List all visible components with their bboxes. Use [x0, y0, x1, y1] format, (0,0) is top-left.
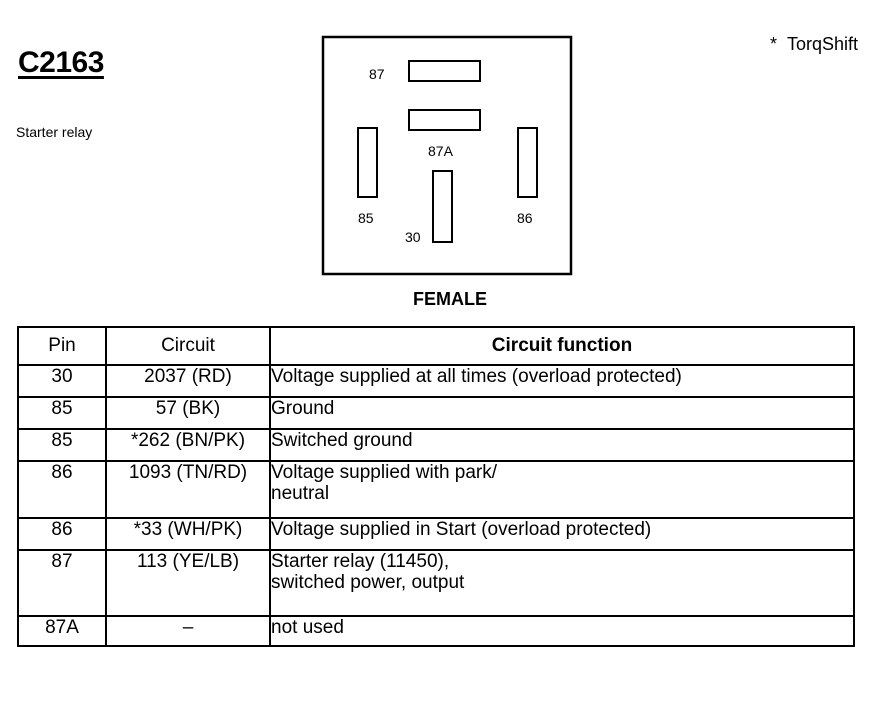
function-line: Voltage supplied at all times (overload … [271, 366, 682, 387]
cell-circuit: 113 (YE/LB) [105, 549, 271, 617]
cell-circuit: 2037 (RD) [105, 364, 271, 398]
pin-86-terminal [517, 127, 538, 198]
footnote-text: TorqShift [787, 34, 859, 54]
cell-circuit: *33 (WH/PK) [105, 517, 271, 551]
footnote: * TorqShift [770, 34, 858, 55]
function-line: Switched ground [271, 430, 413, 451]
pin-label-85: 85 [358, 210, 374, 226]
cell-pin: 85 [17, 428, 107, 462]
cell-circuit: *262 (BN/PK) [105, 428, 271, 462]
pin-label-30: 30 [405, 229, 421, 245]
connector-description: Starter relay [16, 124, 93, 140]
cell-pin: 87A [17, 615, 107, 647]
connector-outline [321, 35, 573, 276]
table-row: 85 57 (BK) Ground [17, 396, 855, 430]
pin-table: Pin Circuit Circuit function 30 2037 (RD… [17, 326, 855, 647]
cell-pin: 30 [17, 364, 107, 398]
cell-function: Ground [269, 396, 855, 430]
table-row: 87A – not used [17, 615, 855, 647]
cell-pin: 85 [17, 396, 107, 430]
cell-function: Voltage supplied in Start (overload prot… [269, 517, 855, 551]
connector-gender: FEMALE [413, 289, 487, 309]
cell-pin: 86 [17, 517, 107, 551]
function-line: neutral [271, 483, 330, 504]
function-line: Voltage supplied in Start (overload prot… [271, 519, 652, 540]
pin-30-terminal [432, 170, 453, 243]
connector-id: C2163 [18, 46, 104, 79]
table-row: 86 1093 (TN/RD) Voltage supplied with pa… [17, 460, 855, 519]
cell-circuit: – [105, 615, 271, 647]
pin-label-87: 87 [369, 66, 385, 82]
pin-87a-terminal [408, 109, 481, 131]
cell-function: Voltage supplied with park/neutral [269, 460, 855, 519]
pin-85-terminal [357, 127, 378, 198]
footnote-marker: * [770, 34, 778, 54]
table-row: 86 *33 (WH/PK) Voltage supplied in Start… [17, 517, 855, 551]
pin-87-terminal [408, 60, 481, 82]
cell-pin: 86 [17, 460, 107, 519]
header-pin: Pin [17, 326, 107, 366]
cell-function: Starter relay (11450),switched power, ou… [269, 549, 855, 617]
function-line: Starter relay (11450), [271, 551, 450, 572]
connector-face-diagram: 87 87A 85 86 30 [321, 35, 573, 276]
function-line: Ground [271, 398, 335, 419]
cell-circuit: 57 (BK) [105, 396, 271, 430]
cell-circuit: 1093 (TN/RD) [105, 460, 271, 519]
header-circuit: Circuit [105, 326, 271, 366]
pin-label-86: 86 [517, 210, 533, 226]
function-line: switched power, output [271, 572, 465, 593]
cell-function: not used [269, 615, 855, 647]
table-header-row: Pin Circuit Circuit function [17, 326, 855, 366]
pin-label-87a: 87A [428, 143, 454, 159]
cell-pin: 87 [17, 549, 107, 617]
table-row: 85 *262 (BN/PK) Switched ground [17, 428, 855, 462]
table-row: 87 113 (YE/LB) Starter relay (11450),swi… [17, 549, 855, 617]
cell-function: Switched ground [269, 428, 855, 462]
function-line: Voltage supplied with park/ [271, 462, 498, 483]
table-row: 30 2037 (RD) Voltage supplied at all tim… [17, 364, 855, 398]
function-line: not used [271, 617, 344, 638]
cell-function: Voltage supplied at all times (overload … [269, 364, 855, 398]
header-circuit-function: Circuit function [269, 326, 855, 366]
